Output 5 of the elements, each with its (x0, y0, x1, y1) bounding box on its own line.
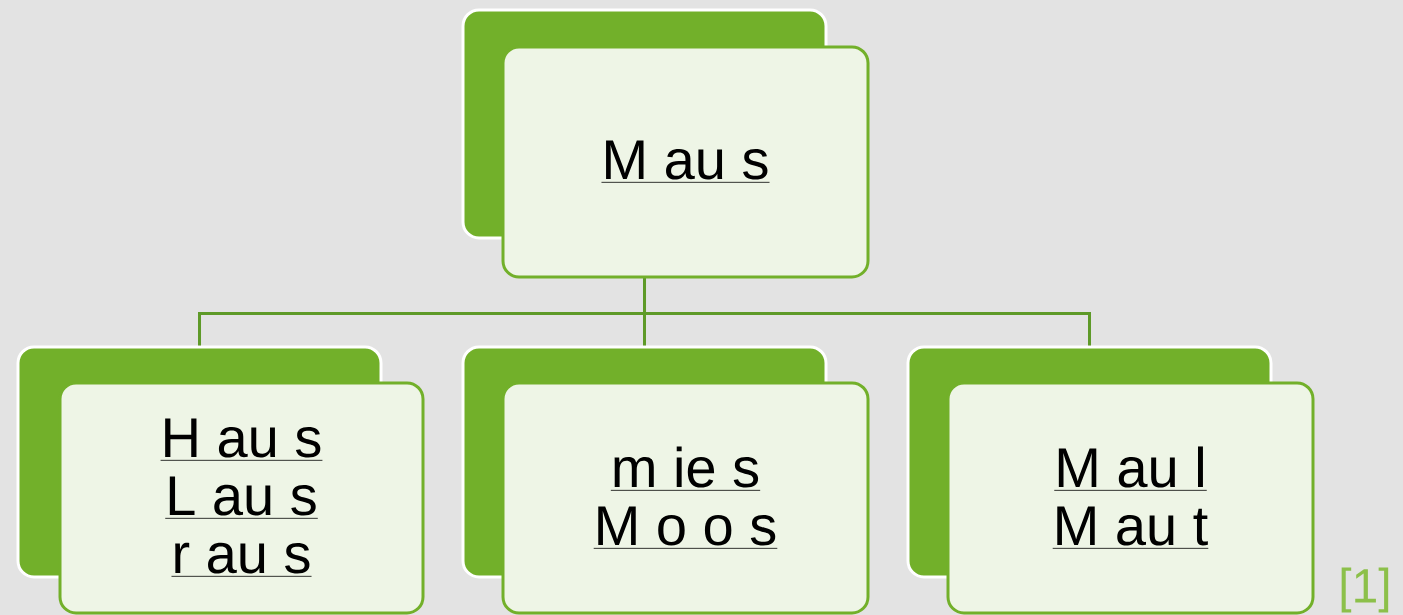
card-box: m ie s M o o s (461, 345, 870, 615)
card-box: M au l M au t (906, 345, 1315, 615)
card-box: M au s (461, 8, 870, 279)
card-box: H au s L au s r au s (16, 345, 425, 615)
connector-line (643, 278, 1091, 346)
